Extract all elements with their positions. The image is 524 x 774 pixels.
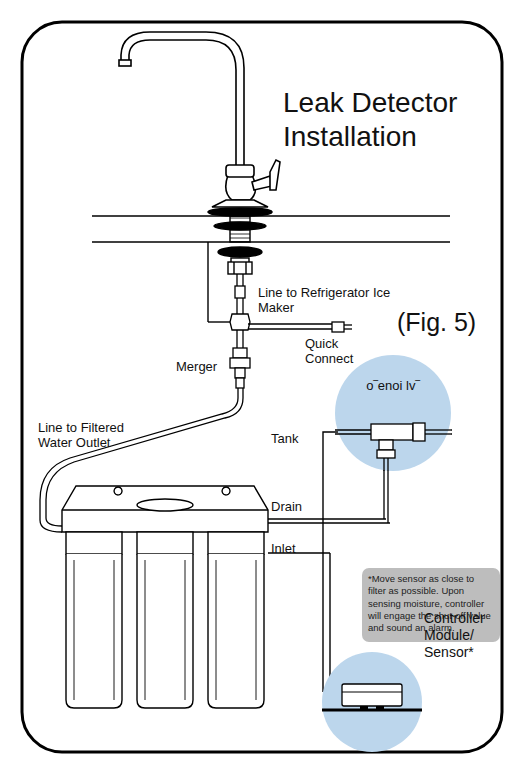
pipe xyxy=(335,429,371,430)
tee-body xyxy=(371,424,413,440)
circle-fill xyxy=(335,355,451,471)
controller-callout: Controller Module/ Sensor* xyxy=(322,652,422,752)
pipe xyxy=(335,433,371,434)
line-label: Line to Filtered Water Outlet xyxy=(38,421,158,451)
controller-module xyxy=(342,684,402,706)
pipe xyxy=(383,458,384,471)
frame xyxy=(22,22,502,752)
drain-riser xyxy=(387,470,388,523)
port-label: Inlet xyxy=(271,542,316,557)
figure-number: (Fig. 5) xyxy=(397,308,501,337)
circle-shape xyxy=(335,355,451,471)
controller-detail xyxy=(342,692,402,693)
circle-shape xyxy=(322,652,422,752)
faucet xyxy=(119,32,280,216)
title: Leak Detector Installation xyxy=(283,86,495,154)
tank-pipe xyxy=(451,433,452,434)
port-label: Drain xyxy=(271,500,316,515)
line-label: Line to Refrigerator Ice Maker xyxy=(258,286,408,316)
controller-label: Controller Module/ Sensor* xyxy=(424,610,502,660)
floor-line xyxy=(322,709,422,712)
port-label: Tank xyxy=(271,432,311,447)
tubing xyxy=(40,274,352,532)
solenoid-tee xyxy=(335,423,451,471)
tee-branch-nut xyxy=(377,450,395,458)
pipe xyxy=(425,433,451,434)
drain-riser xyxy=(383,470,384,519)
countertop xyxy=(92,216,450,322)
controller-foot xyxy=(360,706,368,710)
fitting-label: Quick Connect xyxy=(305,337,375,367)
valve-callout: o‾enoi lv‾ xyxy=(335,355,451,471)
valve-text: o‾enoi lv‾ xyxy=(361,379,425,393)
fitting-label: Merger xyxy=(176,360,230,375)
wire-connector xyxy=(323,432,338,692)
tee-branch xyxy=(379,440,393,450)
tee-nut xyxy=(413,423,425,441)
circle-fill xyxy=(322,652,422,752)
pipe xyxy=(387,458,388,471)
tank-pipe xyxy=(451,429,452,430)
pipe xyxy=(425,429,451,430)
controller-foot xyxy=(376,706,384,710)
